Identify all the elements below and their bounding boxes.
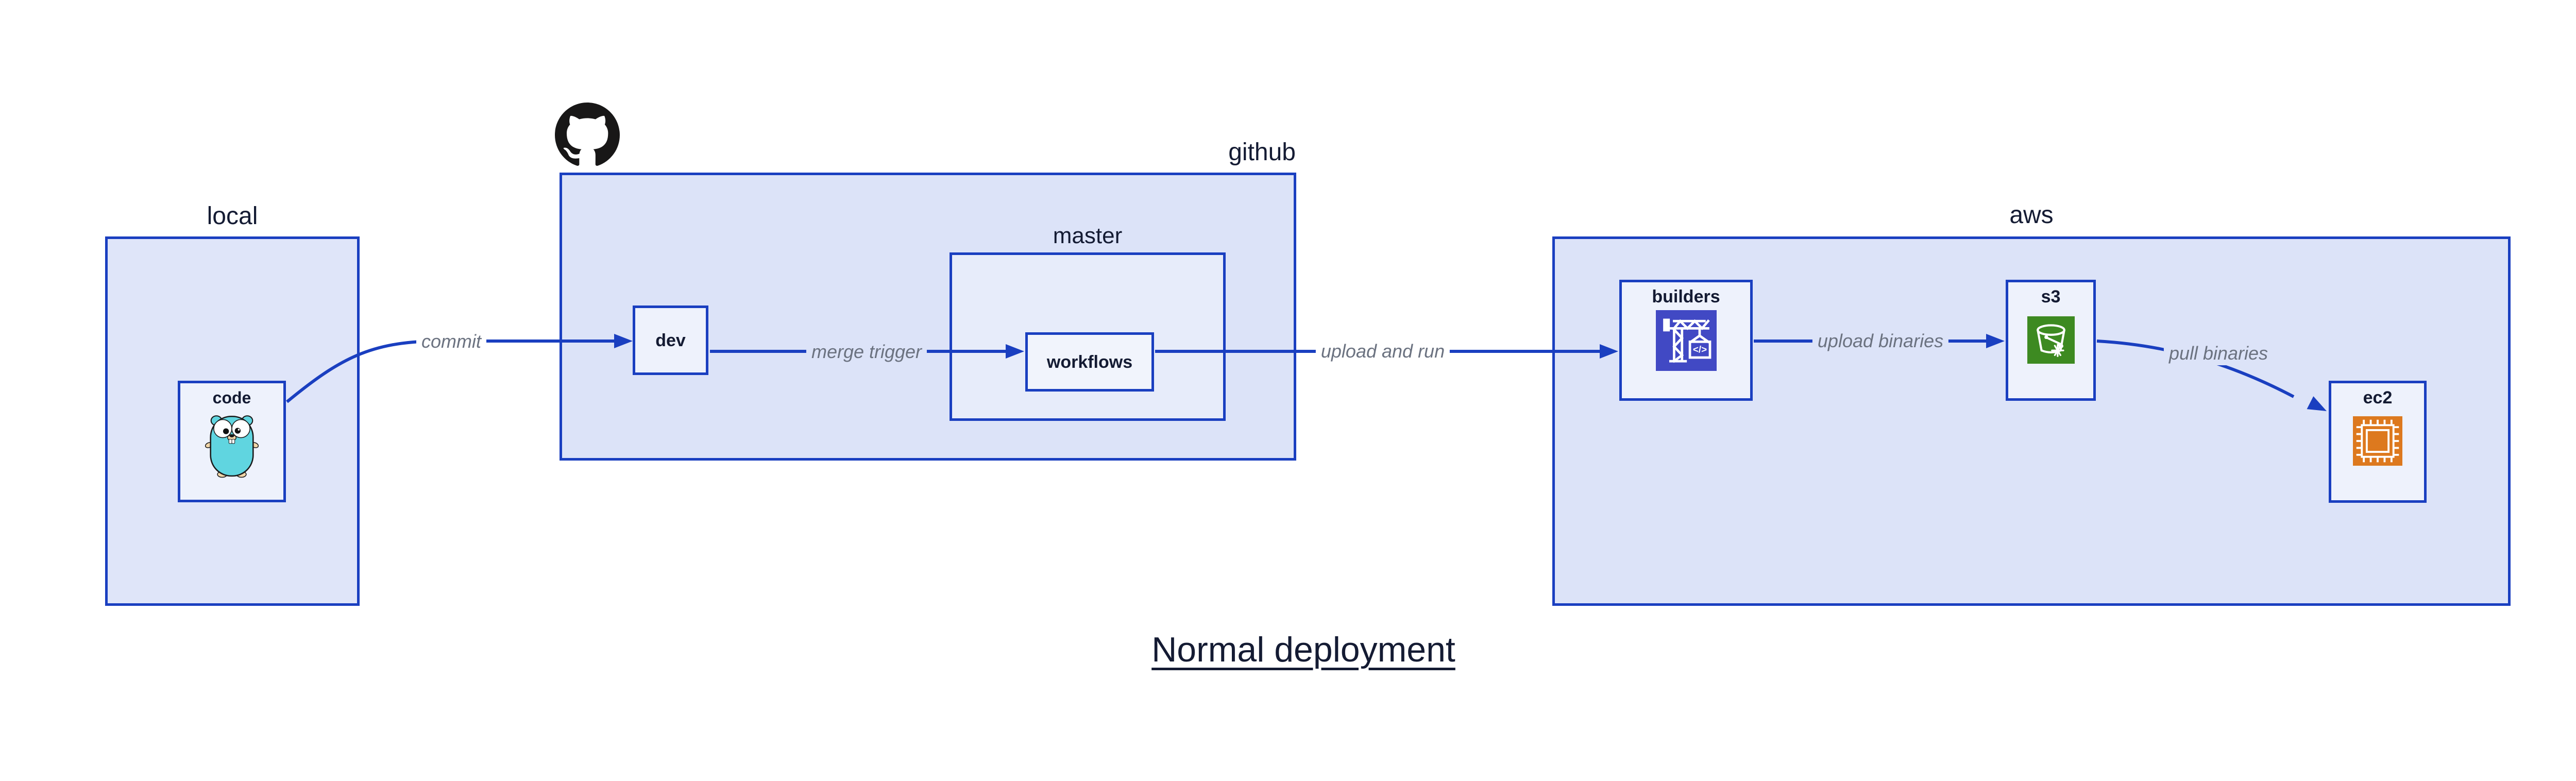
group-label-aws: aws xyxy=(2009,201,2054,229)
diagram-title: Normal deployment xyxy=(1151,630,1455,669)
node-builders: builders </> xyxy=(1619,280,1753,401)
node-s3: s3 xyxy=(2006,280,2096,401)
s3-bucket-icon xyxy=(2027,316,2075,364)
github-octocat-logo-icon xyxy=(555,103,620,166)
node-label-workflows: workflows xyxy=(1046,352,1133,372)
builders-code-glyph: </> xyxy=(1692,344,1706,355)
group-label-github: github xyxy=(1228,139,1296,166)
edge-label-commit: commit xyxy=(416,330,486,353)
codebuild-crane-icon: </> xyxy=(1655,310,1717,371)
ec2-chip-icon xyxy=(2353,416,2402,466)
group-box-master xyxy=(950,252,1226,421)
node-workflows: workflows xyxy=(1025,332,1154,392)
group-label-master: master xyxy=(1053,223,1123,248)
node-dev: dev xyxy=(633,305,708,375)
group-label-local: local xyxy=(207,202,258,230)
edge-label-pull-binaries: pull binaries xyxy=(2163,342,2274,365)
snowflake-glyph xyxy=(2050,344,2064,357)
node-label-code: code xyxy=(212,388,251,407)
node-ec2: ec2 xyxy=(2329,381,2427,503)
node-code: code xyxy=(178,381,286,502)
edge-label-upload-binaries: upload binaries xyxy=(1812,329,1949,353)
node-label-dev: dev xyxy=(655,330,686,350)
node-label-s3: s3 xyxy=(2041,287,2061,307)
go-gopher-icon xyxy=(205,415,259,478)
node-label-builders: builders xyxy=(1652,287,1720,307)
node-label-ec2: ec2 xyxy=(2363,388,2393,408)
edge-label-upload-and-run: upload and run xyxy=(1315,339,1450,363)
edge-label-merge-trigger: merge trigger xyxy=(806,340,927,364)
